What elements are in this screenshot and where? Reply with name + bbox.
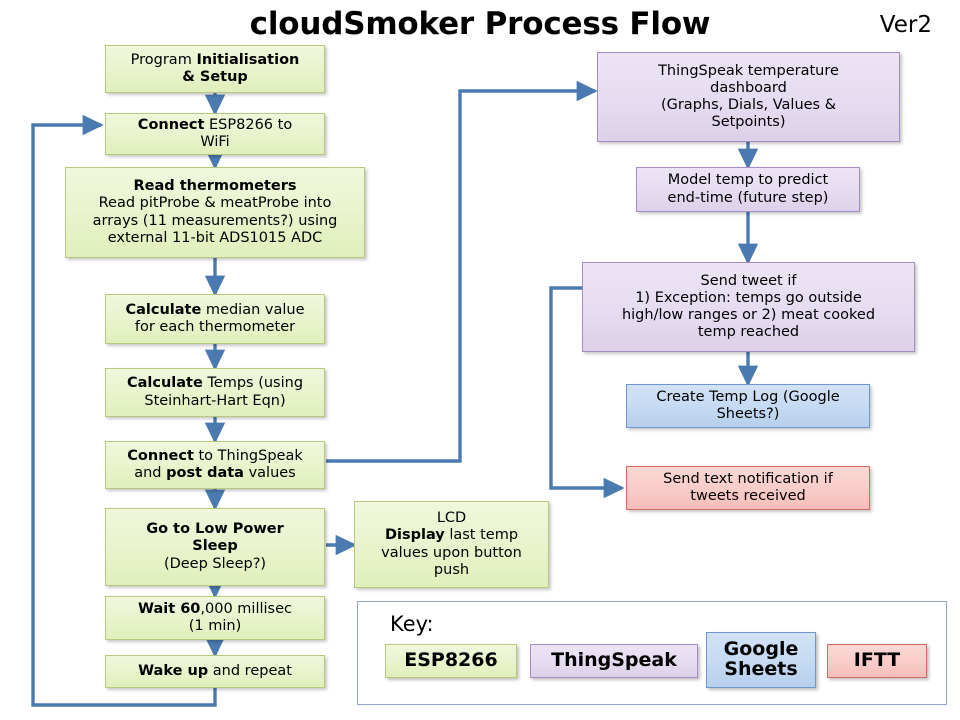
key-chip-label: Google Sheets [723,638,799,680]
key-chip-google-sheets[interactable]: Google Sheets [706,632,816,688]
key-chip-iftt[interactable]: IFTT [827,644,927,678]
key-chip-label: ThingSpeak [551,649,677,672]
wire-postdata-to-dashboard [326,80,598,463]
node-program-initialisation[interactable]: Program Initialisation& Setup [105,45,325,93]
key-chip-esp8266[interactable]: ESP8266 [385,644,517,678]
node-text: Wake up and repeat [138,662,292,679]
page-title: cloudSmoker Process Flow [249,6,711,42]
key-panel: Key: ESP8266 ThingSpeak Google Sheets IF… [357,601,947,705]
node-wake-up-and-repeat[interactable]: Wake up and repeat [105,655,325,688]
node-wait-60000-millisec[interactable]: Wait 60,000 millisec(1 min) [105,596,325,640]
key-chip-label: IFTT [853,649,901,672]
node-text: Wait 60,000 millisec(1 min) [138,600,292,634]
key-title: Key: [390,612,434,636]
key-chip-label: ESP8266 [404,649,498,672]
node-text: Program Initialisation& Setup [130,51,300,85]
version-label: Ver2 [879,12,932,38]
key-chip-thingspeak[interactable]: ThingSpeak [530,644,698,678]
